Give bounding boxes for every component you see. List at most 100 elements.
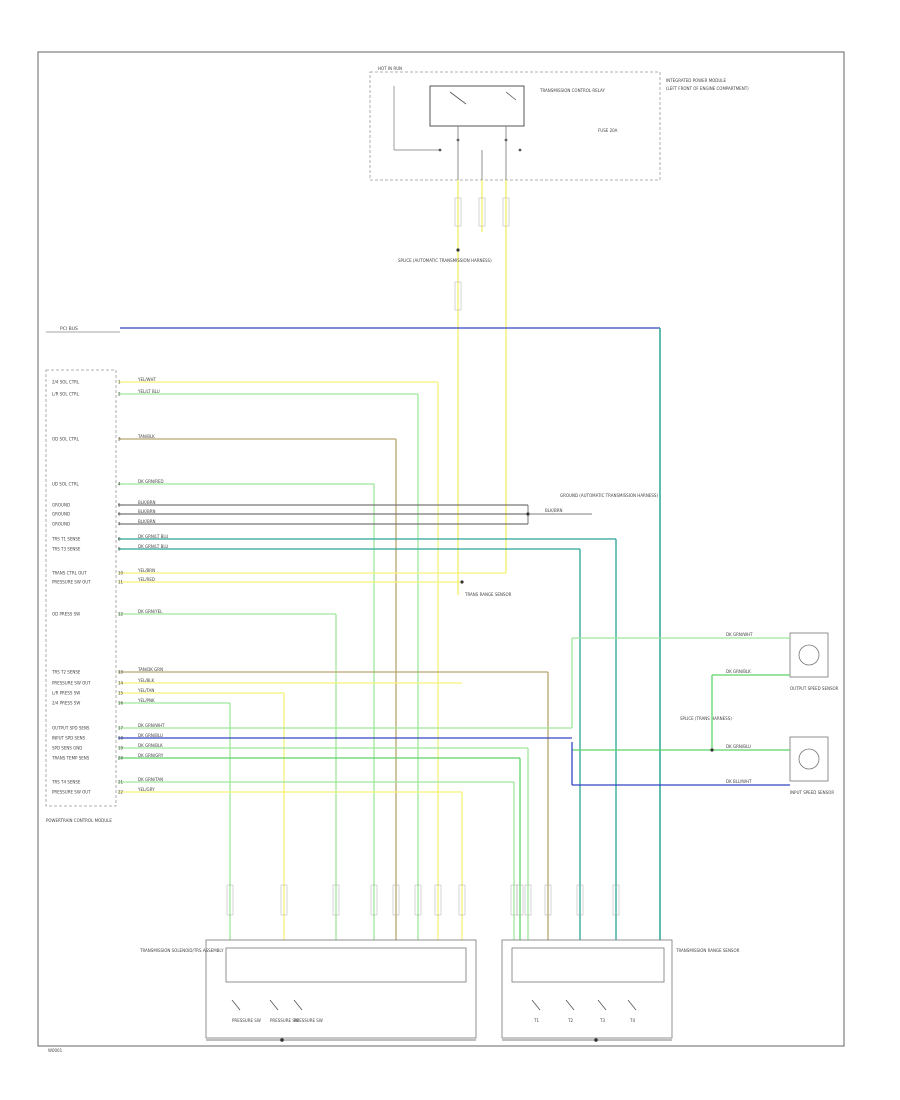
pcm-pin-number: 2: [118, 392, 121, 397]
top-box-wires: SPLICE (AUTOMATIC TRANSMISSION HARNESS): [398, 180, 510, 595]
pcm-pin-number: 13: [118, 670, 124, 675]
wire-tag: [544, 884, 552, 916]
pci-bus-wire: PCI BUS: [46, 326, 661, 940]
pressure-switch-symbol: [231, 999, 241, 1011]
pcm-wire-label: YEL/BRN: [137, 568, 155, 573]
diagram-id: W0001: [48, 1048, 63, 1053]
pcm-pin-label: INPUT SPD SENS: [52, 736, 86, 741]
wire-tag: [434, 884, 442, 916]
bus-wire-low: DK GRN/BLU: [726, 744, 751, 749]
pcm-pin-number: 6: [118, 512, 121, 517]
pcm-pin-number: 20: [118, 756, 124, 761]
range-sensor-module-label: TRANSMISSION RANGE SENSOR: [675, 948, 740, 953]
pcm-pin-label: TRS T3 SENSE: [51, 547, 81, 552]
pcm-pin-label: TRS T2 SENSE: [51, 670, 81, 675]
pcm-wire-label: DK GRN/LT BLU: [138, 534, 168, 539]
pcm-pin-number: 16: [118, 701, 124, 706]
right-sensors: OUTPUT SPEED SENSOR INPUT SPEED SENSOR D…: [571, 632, 839, 795]
range-switch-symbol: [565, 999, 575, 1011]
input-speed-sensor-label: INPUT SPEED SENSOR: [790, 790, 834, 795]
pcm-pin-number: 8: [118, 537, 121, 542]
pcm-wire-label: YEL/TAN: [137, 688, 154, 693]
range-switch-symbol: [531, 999, 541, 1011]
pcm-wire-label: TAN/BLK: [137, 434, 155, 439]
pcm-pin-label: GROUND: [52, 503, 70, 508]
ground-bus: BLK/BRN GROUND (AUTOMATIC TRANSMISSION H…: [460, 493, 658, 597]
pcm-pin-number: 18: [118, 736, 124, 741]
pcm-pin-number: 22: [118, 790, 124, 795]
pcm-pin-label: SPD SENS GND: [52, 746, 82, 751]
pcm-pin-number: 19: [118, 746, 124, 751]
pci-bus-label: PCI BUS: [60, 326, 78, 332]
pcm-pin-number: 12: [118, 612, 124, 617]
range-switch-label: T4: [629, 1018, 635, 1023]
pcm-wire-label: YEL/LT BLU: [137, 389, 160, 394]
pcm-pin-label: 2/4 SOL CTRL: [52, 380, 80, 385]
wire-tag: [458, 884, 466, 916]
pcm-wire-label: BLK/BRN: [138, 509, 155, 514]
wire-tag: [414, 884, 422, 916]
pressure-switch-label: PRESSURE SW: [232, 1018, 261, 1023]
bus-wire-mid: DK GRN/BLK: [726, 669, 751, 674]
output-speed-sensor-label: OUTPUT SPEED SENSOR: [790, 686, 839, 691]
pcm-wire-label: BLK/BRN: [138, 500, 155, 505]
range-switch-label: T2: [567, 1018, 573, 1023]
pcm-pin-label: TRS T4 SENSE: [51, 780, 81, 785]
right-splice-label: SPLICE (TRANS HARNESS): [680, 716, 732, 721]
pcm-wire-label: YEL/BLK: [137, 678, 155, 683]
hot-in-run-label: HOT IN RUN: [378, 66, 402, 71]
pcm-wire-label: DK GRN/RED: [138, 479, 164, 484]
pcm-pin-label: L/R PRESS SW: [52, 691, 80, 696]
wire-tag: [392, 884, 400, 916]
wire-tag: [576, 884, 584, 916]
pcm-wire-label: DK GRN/WHT: [138, 723, 165, 728]
splice-label: SPLICE (AUTOMATIC TRANSMISSION HARNESS): [398, 258, 492, 263]
pressure-switch-label: PRESSURE SW: [294, 1018, 323, 1023]
bus-wire-bot: DK BLU/WHT: [726, 779, 752, 784]
pcm-pin-label: OD PRESS SW: [52, 612, 80, 617]
pressure-switch-label: PRESSURE SW: [270, 1018, 299, 1023]
pcm-wire-label: DK GRN/YEL: [138, 609, 163, 614]
pcm-pin-number: 5: [118, 503, 121, 508]
pcm-pin-label: OD SOL CTRL: [52, 437, 80, 442]
pcm-pin-number: 14: [118, 681, 124, 686]
wire-tag: [510, 884, 518, 916]
pcm-wire-label: YEL/RED: [137, 577, 155, 582]
pcm-wire-label: DK GRN/TAN: [138, 777, 163, 782]
wire-tag: [612, 884, 620, 916]
pcm-pin-label: PRESSURE SW OUT: [52, 681, 91, 686]
pcm-pin-label: PRESSURE SW OUT: [52, 790, 91, 795]
pcm-pin-label: L/R SOL CTRL: [52, 392, 80, 397]
pcm-pin-label: TRS T1 SENSE: [51, 537, 81, 542]
pcm-wire-label: BLK/BRN: [138, 519, 155, 524]
pcm-pin-label: GROUND: [52, 522, 70, 527]
power-module-box: HOT IN RUN TRANSMISSION CONTROL RELAY IN…: [369, 66, 749, 181]
pcm-pin-number: 21: [118, 780, 124, 785]
pcm-pin-label: GROUND: [52, 512, 70, 517]
pcm-pin-number: 15: [118, 691, 124, 696]
pressure-switch-symbol: [269, 999, 279, 1011]
pcm-wire-label: TAN/DK GRN: [137, 667, 163, 672]
ground-label: GROUND (AUTOMATIC TRANSMISSION HARNESS): [560, 493, 658, 498]
wire-tag: [524, 884, 532, 916]
fuse-label: FUSE 20A: [598, 128, 618, 133]
pcm-pin-label: UD SOL CTRL: [52, 482, 79, 487]
pcm-pin-number: 17: [118, 726, 124, 731]
pcm-wire-label: YEL/PNK: [137, 698, 155, 703]
wire-tag: [370, 884, 378, 916]
wire-tag: [332, 884, 340, 916]
pcm-wire-label: DK GRN/BLK: [138, 743, 163, 748]
range-switch-symbol: [627, 999, 637, 1011]
pcm-box: POWERTRAIN CONTROL MODULE: [45, 369, 117, 823]
pcm-pin-number: 7: [118, 522, 121, 527]
pcm-pin-label: TRANS CTRL OUT: [51, 571, 87, 576]
wire-tag: [280, 884, 288, 916]
pcm-pin-label: OUTPUT SPD SENS: [52, 726, 90, 731]
solenoid-assembly-label: TRANSMISSION SOLENOID/TRS ASSEMBLY: [139, 948, 224, 953]
range-switch-label: T3: [599, 1018, 605, 1023]
pcm-pin-number: 10: [118, 571, 124, 576]
power-module-location: (LEFT FRONT OF ENGINE COMPARTMENT): [666, 86, 749, 91]
pcm-label: POWERTRAIN CONTROL MODULE: [46, 818, 112, 823]
